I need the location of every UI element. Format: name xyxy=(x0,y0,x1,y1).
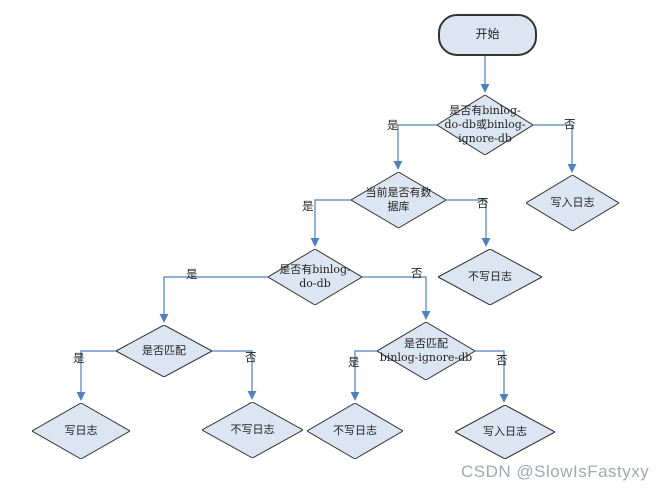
connector-has-binlog-do-db-yes xyxy=(159,276,268,323)
diamond-shape xyxy=(526,175,619,231)
connector-has-current-db-yes xyxy=(310,199,351,247)
decision-has-binlog-config-label: 是否有binlog- do-db或binlog- ignore-db xyxy=(444,103,526,146)
decision-has-current-db-label: 当前是否有数 据库 xyxy=(365,185,432,213)
connector-match-do-db-yes xyxy=(76,350,116,401)
connector-match-ignore-db-yes xyxy=(350,350,377,401)
connector-has-binlog-config-yes xyxy=(393,124,437,170)
diamond-shape xyxy=(32,403,130,459)
edge-label-has-binlog-config-yes: 是 xyxy=(387,118,399,132)
node-start: 开始 xyxy=(438,14,537,56)
edge-label-has-binlog-config-no: 否 xyxy=(564,117,576,131)
diamond-shape xyxy=(377,322,475,380)
node-write-log-b: 写日志 xyxy=(32,403,130,459)
decision-match-do-db-label: 是否匹配 xyxy=(142,343,186,357)
decision-match-ignore-db-label: 是否匹配 binlog-ignore-db xyxy=(379,336,473,364)
node-write-log-a: 写入日志 xyxy=(526,175,619,231)
connector-has-binlog-do-db-no xyxy=(362,276,431,320)
node-write-log-c-label: 写入日志 xyxy=(483,424,527,438)
diamond-shape xyxy=(438,249,542,305)
node-no-write-log-c: 不写日志 xyxy=(307,403,403,459)
decision-match-do-db: 是否匹配 xyxy=(116,325,212,377)
edge-label-match-do-db-no: 否 xyxy=(245,350,257,364)
node-write-log-c: 写入日志 xyxy=(455,405,555,459)
node-write-log-b-label: 写日志 xyxy=(64,423,98,437)
edge-label-has-current-db-yes: 是 xyxy=(302,199,314,213)
node-no-write-log-a-label: 不写日志 xyxy=(468,269,512,283)
diamond-shape xyxy=(437,95,533,155)
decision-match-ignore-db: 是否匹配 binlog-ignore-db xyxy=(377,322,475,380)
decision-has-binlog-do-db: 是否有binlog- do-db xyxy=(268,249,362,305)
edge-label-has-binlog-do-db-no: 否 xyxy=(411,266,423,280)
node-write-log-a-label: 写入日志 xyxy=(550,195,595,209)
diamond-shape xyxy=(307,403,403,459)
diamond-shape xyxy=(116,325,212,377)
decision-has-current-db: 当前是否有数 据库 xyxy=(351,172,446,228)
diamond-shape xyxy=(202,402,303,458)
decision-has-binlog-do-db-label: 是否有binlog- do-db xyxy=(279,262,351,290)
diamond-shape xyxy=(455,405,555,459)
edge-label-has-current-db-no: 否 xyxy=(477,196,489,210)
csdn-watermark: CSDN @SlowIsFastyxy xyxy=(461,462,650,481)
edge-label-match-ignore-db-yes: 是 xyxy=(348,355,360,369)
connector-match-do-db-no xyxy=(212,350,257,400)
connector-has-current-db-no xyxy=(446,199,491,247)
decision-has-binlog-config: 是否有binlog- do-db或binlog- ignore-db xyxy=(437,95,533,155)
diamond-shape xyxy=(351,172,446,228)
node-no-write-log-b-label: 不写日志 xyxy=(230,422,275,436)
diamond-shape xyxy=(268,249,362,305)
edge-label-match-ignore-db-no: 否 xyxy=(496,353,508,367)
connector-match-ignore-db-no xyxy=(475,350,509,403)
connector-has-binlog-config-no xyxy=(533,124,577,173)
node-no-write-log-a: 不写日志 xyxy=(438,249,542,305)
node-start-label: 开始 xyxy=(475,27,500,42)
edge-label-match-do-db-yes: 是 xyxy=(73,351,85,365)
edge-label-has-binlog-do-db-yes: 是 xyxy=(186,267,198,281)
node-no-write-log-c-label: 不写日志 xyxy=(333,423,377,437)
node-no-write-log-b: 不写日志 xyxy=(202,402,303,458)
